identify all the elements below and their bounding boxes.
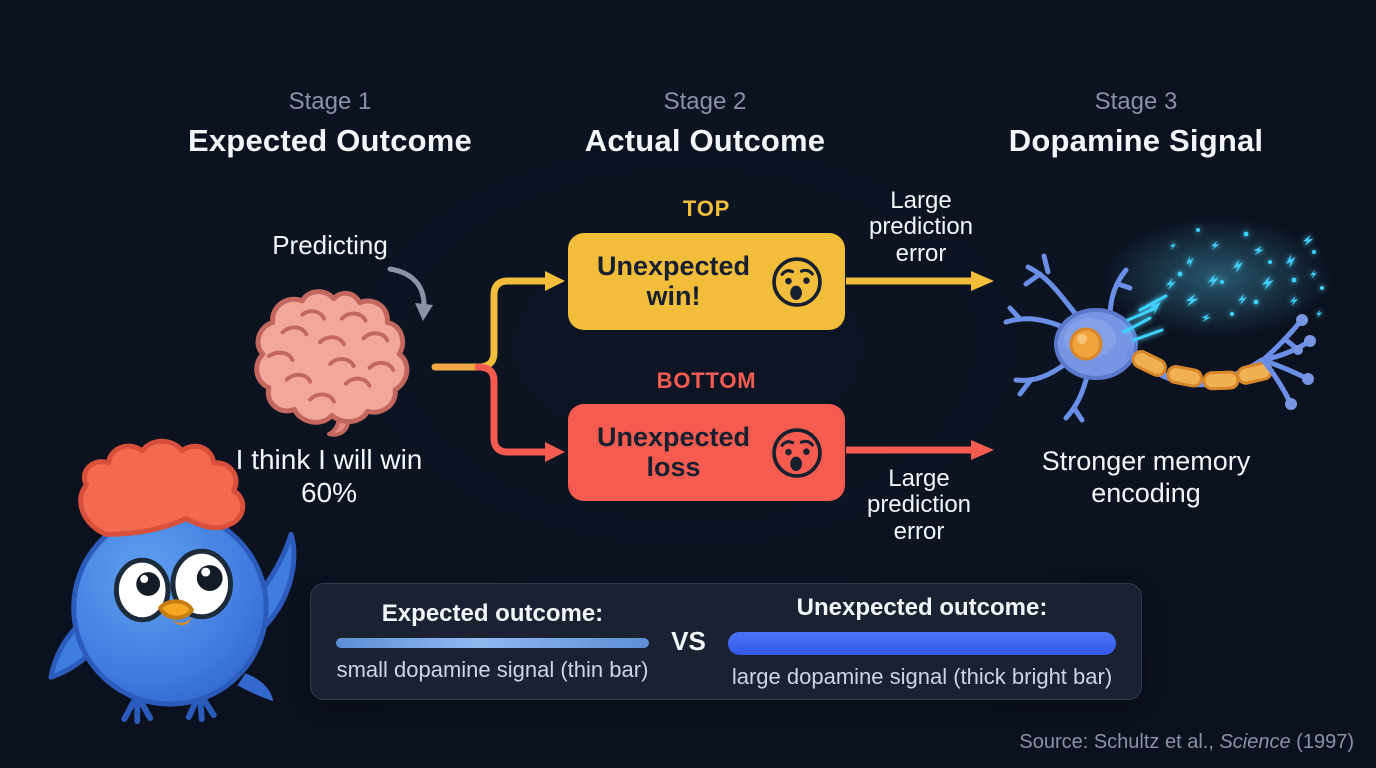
- unexpected-win-text: Unexpected win!: [596, 251, 751, 311]
- curved-arrow-icon: [387, 266, 433, 321]
- unexpected-loss-box: Unexpected loss: [568, 404, 845, 501]
- unexpected-win-box: Unexpected win!: [568, 233, 845, 330]
- bottom-lane-label: BOTTOM: [656, 368, 757, 393]
- source-citation: Source: Schultz et al., Science (1997): [1019, 731, 1354, 754]
- bird-mascot: [48, 438, 297, 724]
- arrow-right-yellow: [846, 271, 994, 291]
- large-dopamine-bar: [728, 631, 1116, 655]
- memory-encoding-text: Stronger memory encoding: [1041, 446, 1251, 509]
- neuron-icon: [1003, 217, 1333, 423]
- large-dopamine-caption: large dopamine signal (thick bright bar): [731, 663, 1113, 689]
- dopamine-legend-panel: Expected outcome: small dopamine signal …: [310, 583, 1142, 700]
- expected-outcome-title: Expected outcome:: [381, 600, 604, 627]
- expectation-text: I think I will win 60%: [235, 444, 423, 509]
- top-prediction-error-label: Large prediction error: [868, 187, 974, 267]
- small-dopamine-bar: [336, 638, 649, 648]
- arrow-right-red: [846, 440, 994, 460]
- stage3-header: Stage 3 Dopamine Signal: [966, 88, 1306, 159]
- brain-icon: [254, 289, 410, 437]
- stage3-label: Stage 3: [1094, 88, 1178, 115]
- stage1-header: Stage 1 Expected Outcome: [160, 88, 500, 159]
- spark-burst-icon: [1122, 228, 1324, 342]
- stage1-label: Stage 1: [288, 88, 372, 115]
- source-suffix: (1997): [1290, 731, 1354, 753]
- small-dopamine-caption: small dopamine signal (thin bar): [336, 657, 649, 682]
- stage2-title: Actual Outcome: [584, 123, 826, 158]
- source-prefix: Source: Schultz et al.,: [1019, 731, 1220, 753]
- source-journal: Science: [1219, 731, 1291, 753]
- stage2-label: Stage 2: [663, 88, 747, 115]
- vs-label: VS: [671, 626, 706, 656]
- shocked-face-icon: [771, 256, 822, 307]
- stage2-header: Stage 2 Actual Outcome: [535, 88, 875, 159]
- unexpected-loss-text: Unexpected loss: [596, 422, 751, 482]
- unexpected-outcome-column: Unexpected outcome: large dopamine signa…: [727, 594, 1117, 690]
- predicting-label: Predicting: [272, 230, 388, 260]
- branch-connector: [431, 271, 565, 462]
- stage1-title: Expected Outcome: [187, 123, 472, 158]
- expected-outcome-column: Expected outcome: small dopamine signal …: [335, 600, 650, 683]
- stage3-title: Dopamine Signal: [1008, 123, 1264, 158]
- bottom-prediction-error-label: Large prediction error: [866, 465, 972, 545]
- top-lane-label: TOP: [682, 196, 731, 221]
- unexpected-outcome-title: Unexpected outcome:: [796, 593, 1048, 621]
- shocked-face-icon: [771, 427, 822, 478]
